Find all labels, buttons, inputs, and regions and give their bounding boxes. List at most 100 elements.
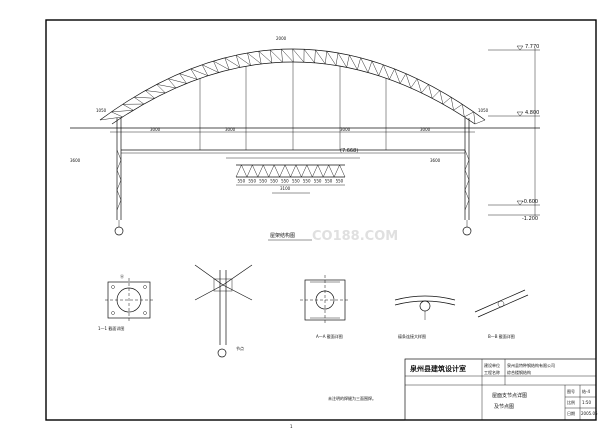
- arch-web: [292, 48, 305, 63]
- arch-web: [315, 49, 326, 65]
- detail-2-node: 节点: [194, 264, 253, 358]
- elev-bottom: -0.600: [522, 199, 538, 205]
- truss-web: [241, 164, 248, 178]
- arch-web: [134, 96, 155, 99]
- arch-web: [179, 73, 198, 80]
- detail-2-label: 节点: [236, 345, 244, 351]
- arch-web: [432, 90, 440, 99]
- arch-web: [473, 111, 476, 125]
- company-name: 泉州县建筑设计室: [410, 364, 466, 373]
- arch-bottom-chord: [111, 61, 476, 125]
- truss-panel-label: 550: [325, 179, 333, 184]
- arch-web: [190, 68, 208, 76]
- arch-web: [99, 116, 123, 121]
- left-label: 3600: [70, 158, 81, 163]
- arch-web: [428, 84, 433, 99]
- truss-web: [284, 164, 291, 178]
- arch-web: [421, 84, 429, 94]
- detail-4-label: 檩条连接大样图: [398, 333, 426, 339]
- right-grid-bubble: [462, 226, 472, 236]
- arch-web: [416, 78, 422, 93]
- truss-web: [322, 164, 329, 178]
- elev-mid: 4.800: [525, 110, 539, 116]
- span-dim-3: 3000: [340, 127, 351, 132]
- arch-web: [145, 90, 166, 94]
- arch-web: [314, 49, 316, 63]
- arch-web: [389, 68, 395, 80]
- arch-web: [453, 104, 463, 111]
- arch-web: [156, 84, 176, 89]
- arch-web: [410, 78, 418, 89]
- owner-value: 泉州县特种钢结构有限公司: [507, 362, 555, 368]
- span-dim-1: 3000: [150, 127, 161, 132]
- label-b: 比例: [567, 399, 575, 405]
- arch-web: [111, 110, 134, 113]
- arch-web: [247, 52, 251, 66]
- truss-web: [246, 164, 253, 178]
- arch-web: [179, 73, 187, 84]
- arch-web: [464, 111, 474, 118]
- arch-web: [378, 64, 384, 76]
- arch-web: [405, 73, 412, 89]
- arch-web: [269, 49, 283, 63]
- arch-web: [303, 49, 315, 63]
- truss-web: [295, 164, 302, 178]
- truss-total: 3100: [280, 186, 291, 191]
- truss-web: [301, 164, 308, 178]
- arch-web: [292, 48, 294, 63]
- truss-web: [312, 164, 318, 178]
- truss-web: [279, 164, 286, 178]
- arch-web: [371, 60, 379, 76]
- truss-web: [252, 164, 259, 178]
- arch-web: [202, 64, 219, 73]
- truss-web: [317, 164, 324, 178]
- truss-web: [273, 164, 280, 178]
- left-grid-bubble: [114, 226, 124, 236]
- truss-web: [339, 164, 346, 178]
- arch-web: [357, 57, 361, 70]
- arch-web: [213, 60, 230, 70]
- truss-web: [257, 164, 264, 178]
- top-dim: 2000: [276, 36, 287, 41]
- truss-panel-label: 550: [248, 179, 256, 184]
- arch-web: [201, 64, 209, 76]
- arch-web: [156, 84, 166, 94]
- detail-5-label: B—B 截面详图: [488, 333, 515, 339]
- arch-web: [394, 68, 401, 84]
- truss-web: [235, 164, 242, 178]
- value-a: 结-4: [582, 388, 590, 394]
- arch-web: [439, 90, 444, 105]
- svg-text:Ⓐ: Ⓐ: [120, 273, 124, 279]
- page-mark: 1: [290, 424, 293, 429]
- span-dim-4: 3000: [420, 127, 431, 132]
- owner-caption: 建设单位: [484, 362, 500, 368]
- arch-web: [247, 52, 262, 65]
- detail-1-label: 1—1 截面详图: [98, 325, 124, 331]
- arch-web: [281, 49, 283, 63]
- arch-web: [335, 52, 339, 66]
- arch-web: [269, 49, 273, 63]
- arch-web: [349, 55, 358, 70]
- arch-web: [450, 97, 454, 111]
- detail-4-purlin: 檩条连接大样图: [394, 295, 456, 339]
- arch-web: [224, 57, 230, 70]
- truss-panel-label: 550: [270, 179, 278, 184]
- truss-web: [328, 164, 335, 178]
- label-a: 图号: [567, 388, 575, 394]
- arch-web: [235, 55, 241, 68]
- truss-panel-label: 550: [281, 179, 289, 184]
- elevation-marks: 7.770 4.800 -0.600 -1.200: [488, 44, 540, 222]
- elev-base: -1.200: [522, 216, 538, 222]
- truss-panel-label: 550: [303, 179, 311, 184]
- arch-web: [383, 64, 390, 80]
- truss-elev-label: (7.668): [340, 148, 358, 154]
- truss-panel-label: 550: [238, 179, 246, 184]
- left-dim: 1050: [96, 108, 107, 113]
- value-b: 1:50: [582, 400, 591, 405]
- arch-web: [258, 51, 273, 64]
- arch-web: [367, 60, 373, 73]
- arch-web: [168, 78, 187, 84]
- right-dim: 1050: [478, 108, 489, 113]
